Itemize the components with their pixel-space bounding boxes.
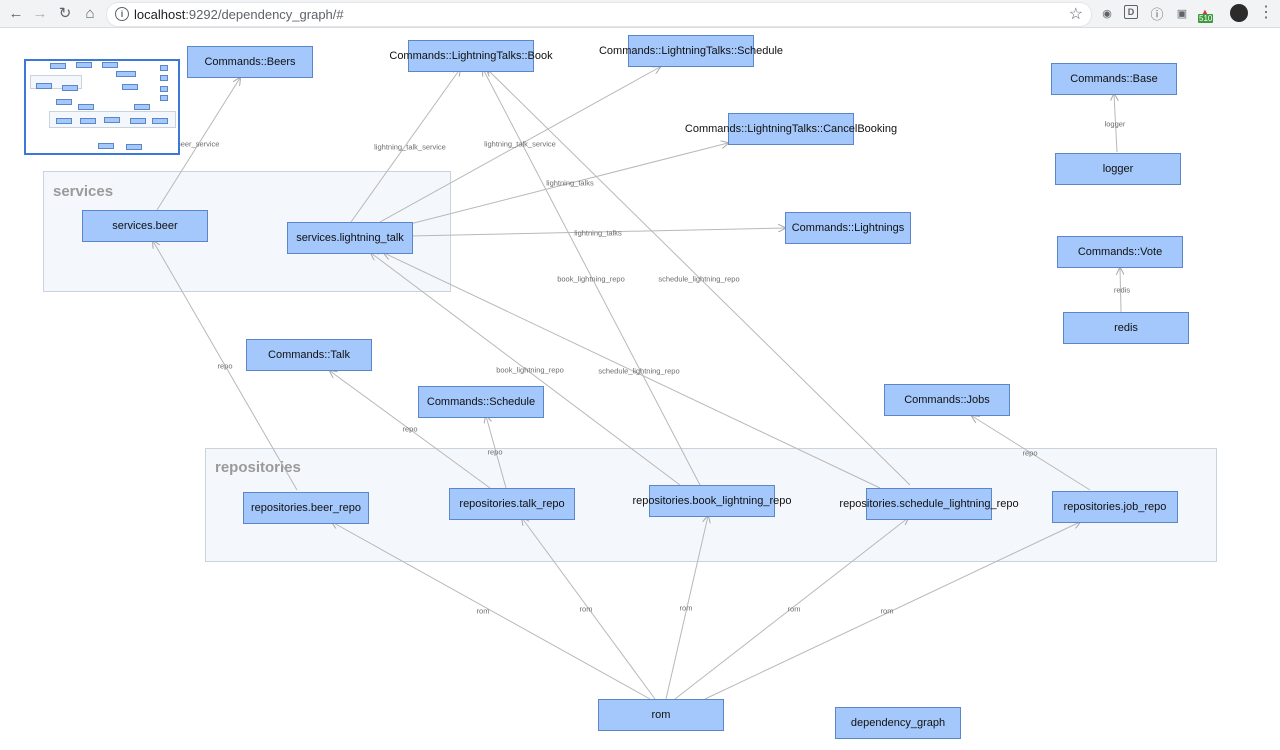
minimap-node	[36, 83, 52, 89]
edge-label: rom	[787, 604, 801, 614]
node-repositories-book-lightning-repo[interactable]: repositories.book_lightning_repo	[633, 485, 792, 517]
minimap-node	[134, 104, 150, 110]
node-commands-base[interactable]: Commands::Base	[1051, 63, 1177, 95]
edge-label: repo	[487, 447, 503, 457]
node-commands-lightningtalks-cancelbooking[interactable]: Commands::LightningTalks::CancelBooking	[685, 113, 897, 145]
menu-kebab-icon[interactable]: ⋮	[1258, 4, 1274, 21]
minimap-node	[98, 143, 114, 149]
edge-label: beer_service	[176, 139, 220, 149]
edge-label: repo	[217, 361, 233, 371]
d-extension-icon[interactable]: D	[1124, 5, 1138, 19]
minimap-node	[78, 104, 94, 110]
node-repositories-schedule-lightning-repo[interactable]: repositories.schedule_lightning_repo	[839, 488, 1019, 520]
minimap-node	[160, 86, 168, 92]
dependency-graph-canvas[interactable]: services repositories	[0, 28, 1280, 750]
profile-avatar[interactable]	[1230, 4, 1248, 22]
minimap-node	[160, 75, 168, 81]
node-redis[interactable]: redis	[1063, 312, 1189, 344]
url-host: localhost	[134, 7, 186, 22]
graph-edges	[0, 28, 1280, 700]
minimap-node	[102, 62, 118, 68]
back-arrow-icon[interactable]: ←	[8, 4, 24, 22]
minimap-node	[126, 144, 142, 150]
minimap-node	[130, 118, 146, 124]
node-dependency-graph[interactable]: dependency_graph	[835, 707, 961, 739]
node-commands-lightningtalks-book[interactable]: Commands::LightningTalks::Book	[389, 40, 553, 72]
home-icon[interactable]: ⌂	[85, 4, 95, 22]
edge-label: rom	[579, 604, 593, 614]
site-info-icon[interactable]: i	[115, 7, 129, 21]
badge-extension-icon[interactable]: ▲	[1199, 7, 1211, 19]
edge-label: schedule_lightning_repo	[658, 274, 740, 284]
minimap-node	[76, 62, 92, 68]
node-commands-talk[interactable]: Commands::Talk	[246, 339, 372, 371]
edge-label: rom	[476, 606, 490, 616]
bookmark-star-icon[interactable]: ☆	[1068, 6, 1083, 23]
node-rom[interactable]: rom	[598, 699, 724, 731]
minimap-node	[104, 117, 120, 123]
forward-arrow-icon[interactable]: →	[32, 4, 48, 22]
extension-badge: 510	[1198, 14, 1214, 23]
node-commands-schedule[interactable]: Commands::Schedule	[418, 386, 544, 418]
minimap-node	[56, 118, 72, 124]
minimap-node	[160, 65, 168, 71]
minimap-node	[152, 118, 168, 124]
minimap-node	[122, 84, 138, 90]
minimap-node	[160, 95, 168, 101]
edge-label: lightning_talks	[574, 228, 622, 238]
edge-label: repo	[402, 424, 418, 434]
camera-icon[interactable]: ◉	[1102, 7, 1112, 20]
edge-label: lightning_talk_service	[374, 142, 446, 152]
url-path: :9292/dependency_graph/#	[185, 7, 344, 22]
node-services-lightning-talk[interactable]: services.lightning_talk	[287, 222, 413, 254]
node-commands-lightningtalks-schedule[interactable]: Commands::LightningTalks::Schedule	[599, 35, 783, 67]
edge-label: schedule_lightning_repo	[598, 366, 680, 376]
node-services-beer[interactable]: services.beer	[82, 210, 208, 242]
node-commands-vote[interactable]: Commands::Vote	[1057, 236, 1183, 268]
edge-label: book_lightning_repo	[557, 274, 625, 284]
edge-label: redis	[1113, 285, 1131, 295]
edge-label: lightning_talks	[546, 178, 594, 188]
node-repositories-beer-repo[interactable]: repositories.beer_repo	[243, 492, 369, 524]
edge-label: rom	[880, 606, 894, 616]
node-commands-jobs[interactable]: Commands::Jobs	[884, 384, 1010, 416]
edge-label: repo	[1022, 448, 1038, 458]
minimap-node	[80, 118, 96, 124]
browser-toolbar: ← → ↻ ⌂ i localhost:9292/dependency_grap…	[0, 0, 1280, 28]
repositories-cluster-label: repositories	[215, 459, 301, 476]
edge-label: rom	[679, 603, 693, 613]
node-repositories-job-repo[interactable]: repositories.job_repo	[1052, 491, 1178, 523]
minimap-node	[62, 85, 78, 91]
edge-label: lightning_talk_service	[484, 139, 556, 149]
graph-minimap[interactable]	[24, 59, 180, 155]
store-extension-icon[interactable]: ▣	[1176, 7, 1188, 20]
node-logger[interactable]: logger	[1055, 153, 1181, 185]
url-text[interactable]: localhost:9292/dependency_graph/#	[134, 7, 344, 22]
minimap-node	[56, 99, 72, 105]
reload-icon[interactable]: ↻	[58, 5, 72, 22]
info-extension-icon[interactable]: ⓘ	[1150, 6, 1164, 22]
node-commands-lightnings[interactable]: Commands::Lightnings	[785, 212, 911, 244]
edge-label: logger	[1104, 119, 1126, 129]
services-cluster-label: services	[53, 183, 114, 200]
node-commands-beers[interactable]: Commands::Beers	[187, 46, 313, 78]
node-repositories-talk-repo[interactable]: repositories.talk_repo	[449, 488, 575, 520]
minimap-node	[116, 71, 136, 77]
minimap-node	[50, 63, 66, 69]
address-bar[interactable]: i localhost:9292/dependency_graph/# ☆	[106, 2, 1092, 27]
edge-label: book_lightning_repo	[496, 365, 564, 375]
